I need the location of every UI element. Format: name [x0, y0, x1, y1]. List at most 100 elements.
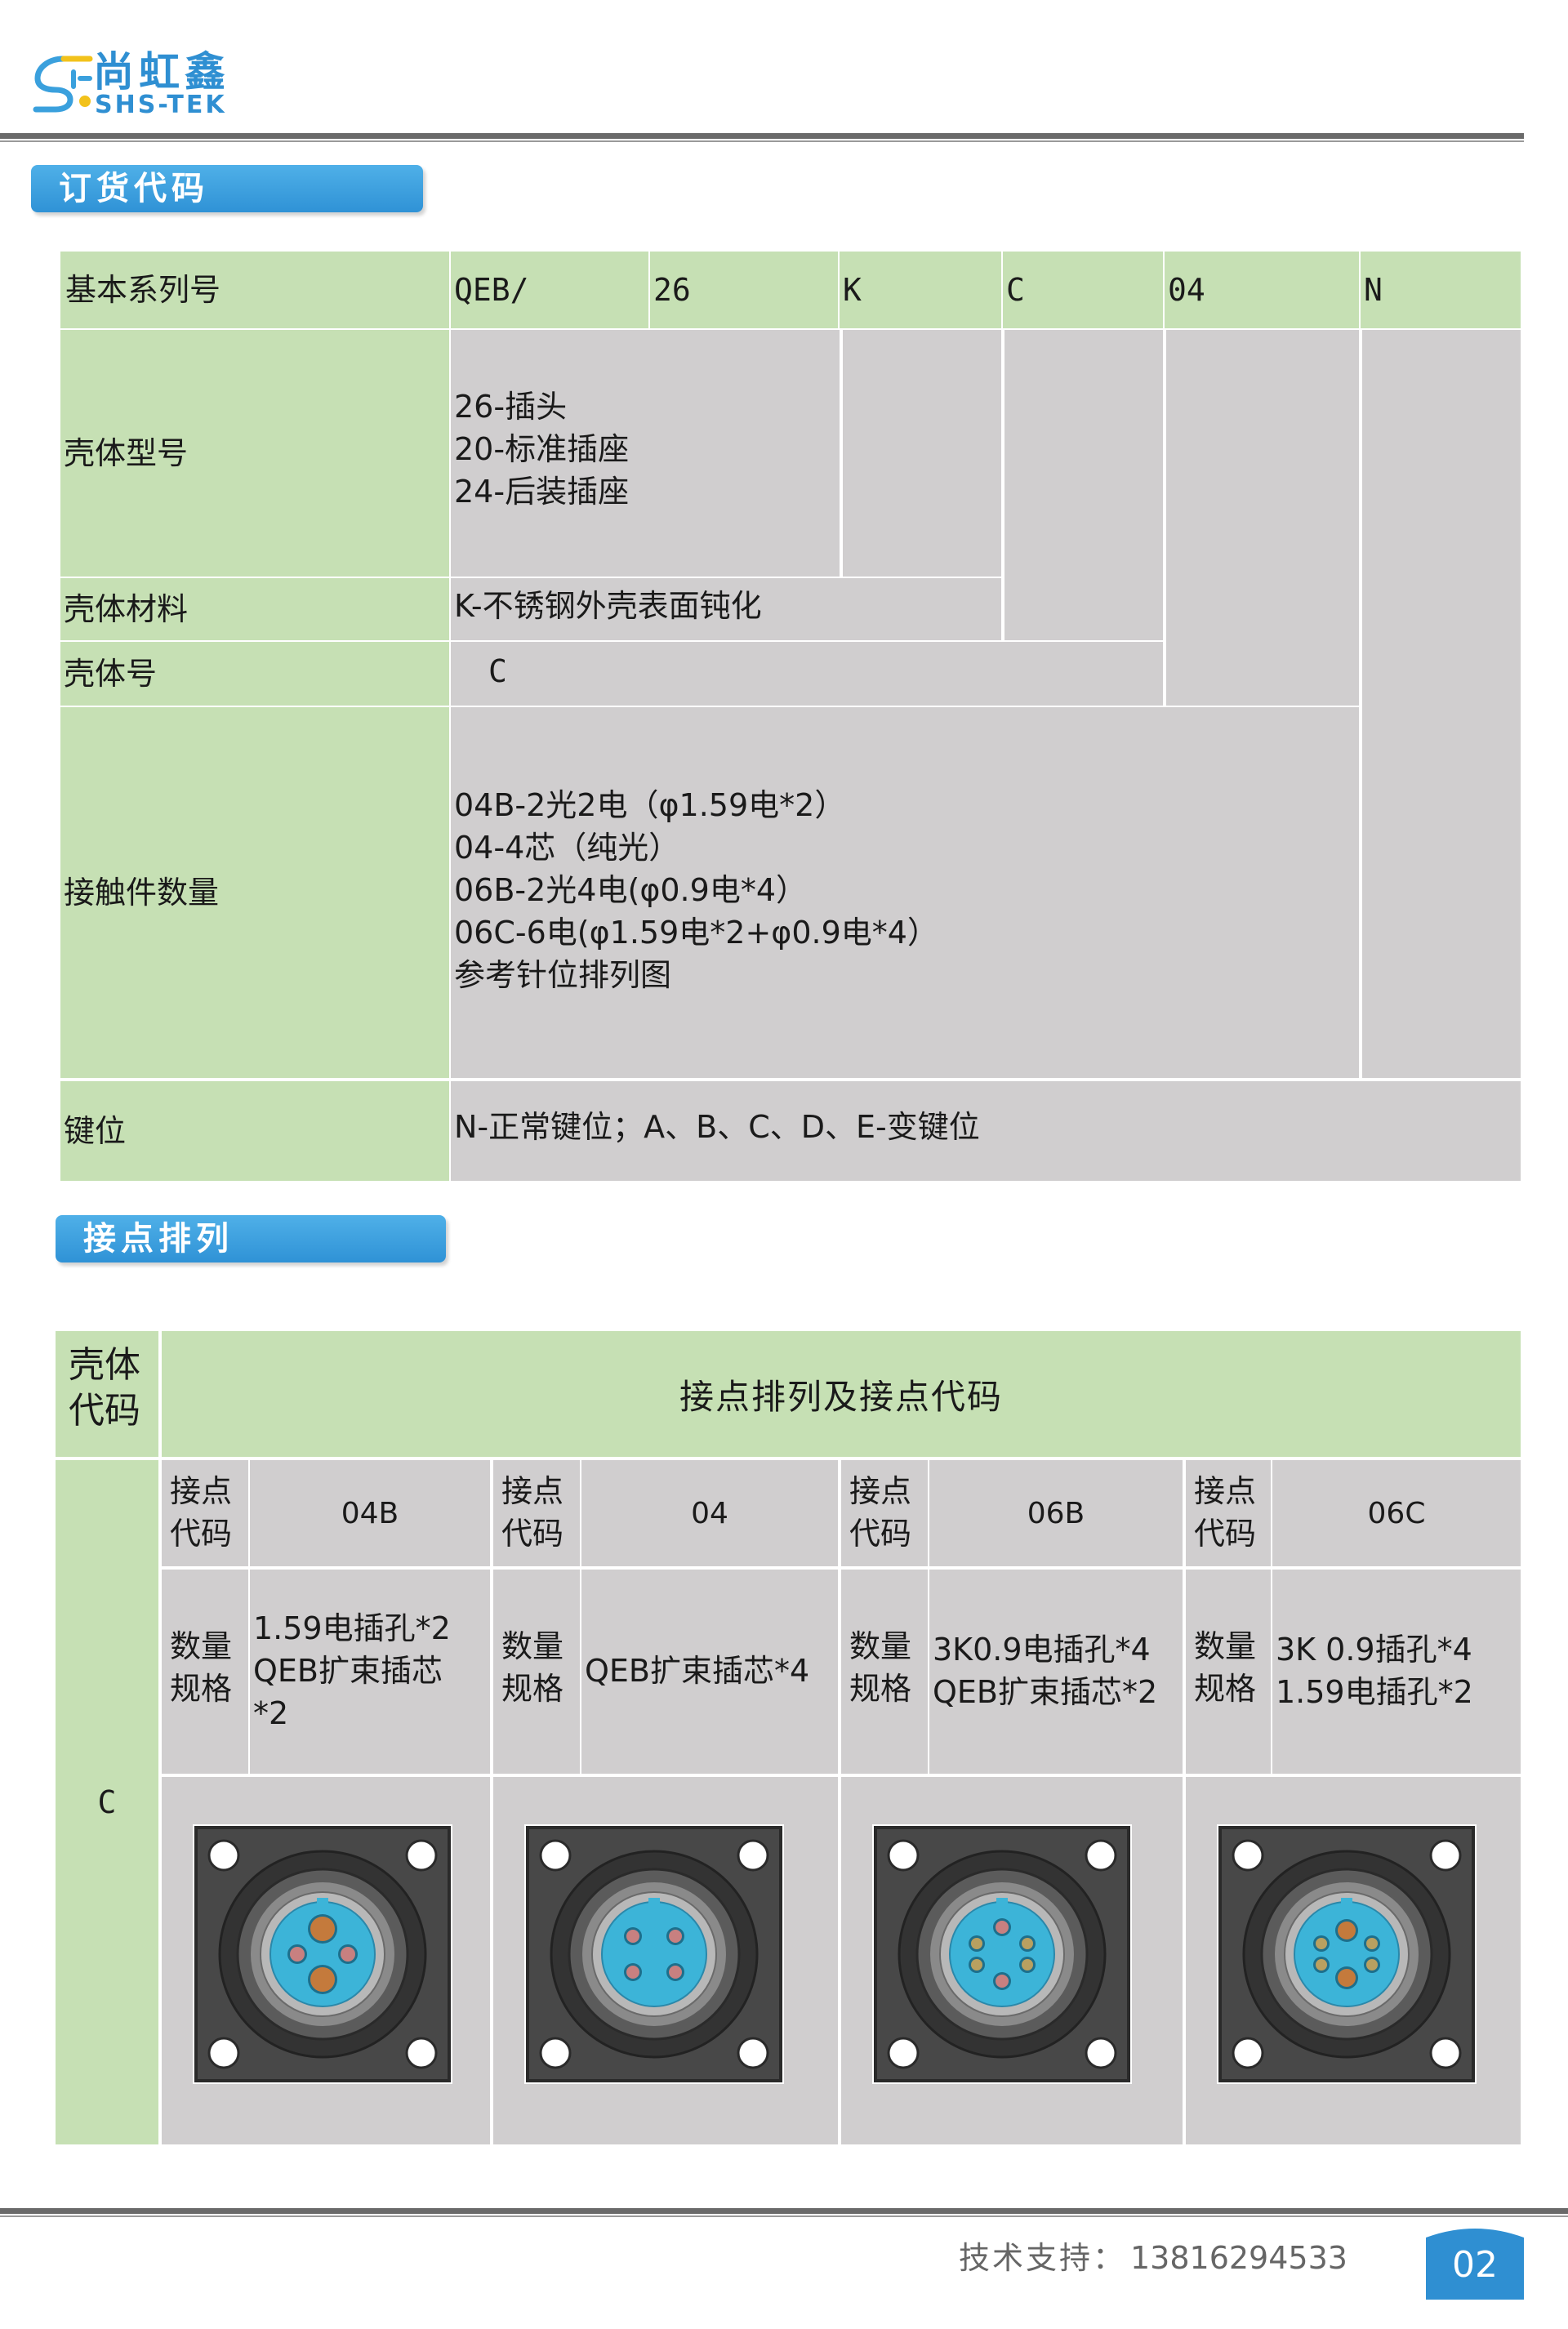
spec-label-cell: 数量规格: [841, 1570, 928, 1774]
spec-label-line1: 数量: [170, 1628, 233, 1664]
step5: [1362, 330, 1521, 1078]
key-label: 键位: [60, 1081, 449, 1181]
shell-code-header-line1: 壳体: [69, 1344, 140, 1386]
connector-photo-1: [526, 1826, 782, 2082]
section-title-order-code: 订货代码: [31, 165, 423, 212]
code-key: N: [1361, 252, 1521, 328]
connector-photo-3: [1218, 1826, 1475, 2082]
shell-type-step2: [843, 330, 1001, 577]
contacts-line-2: 04-4芯（纯光）: [454, 830, 680, 866]
connector-image: [524, 1824, 784, 2084]
code-label-line1: 接点: [849, 1473, 912, 1509]
spec-line: 1.59电插孔*2: [253, 1610, 451, 1646]
support-phone: 13816294533: [1130, 2240, 1348, 2276]
header-rule-thin: [0, 140, 1524, 142]
spec-line: 1.59电插孔*2: [1276, 1674, 1473, 1710]
brand-logo: [31, 54, 96, 114]
contacts-line-1: 04B-2光2电（φ1.59电*2）: [454, 787, 846, 823]
code-label-cell: 接点代码: [1186, 1460, 1271, 1566]
connector-photo-2: [874, 1826, 1130, 2082]
spec-label-cell: 数量规格: [493, 1570, 580, 1774]
shell-type-label: 壳体型号: [60, 330, 449, 577]
spec-line: QEB扩束插芯: [253, 1653, 443, 1689]
code-material: K: [840, 252, 1001, 328]
brand-name-cn: 尚虹鑫: [93, 48, 230, 96]
connector-image: [1217, 1824, 1477, 2084]
key-value: N-正常键位；A、B、C、D、E-变键位: [454, 1109, 980, 1145]
spec-label-line1: 数量: [501, 1628, 564, 1664]
connector-image-cell: [1186, 1777, 1521, 2144]
code-label-line2: 代码: [501, 1516, 564, 1552]
step3: [1004, 330, 1163, 640]
code-label-line1: 接点: [170, 1473, 233, 1509]
shell-code-header-line2: 代码: [69, 1390, 140, 1432]
brand-name-en: SHS-TEK: [95, 91, 227, 119]
section-title-contact-layout: 接点排列: [56, 1215, 446, 1262]
footer-rule: [0, 2208, 1568, 2214]
code-contacts: 04: [1165, 252, 1359, 328]
key-cell: [451, 1081, 1521, 1181]
code-label-line2: 代码: [170, 1516, 233, 1552]
code-label-cell: 接点代码: [162, 1460, 248, 1566]
shell-type-cell: [451, 330, 840, 577]
material-label: 壳体材料: [60, 578, 449, 640]
shell-type-line-3: 24-后装插座: [454, 474, 630, 510]
material-value: K-不锈钢外壳表面钝化: [454, 588, 762, 624]
footer-rule-thin: [0, 2215, 1568, 2217]
connector-image-cell: [493, 1777, 838, 2144]
contact-code-06B: 06B: [929, 1460, 1183, 1566]
spec-label-line1: 数量: [849, 1628, 912, 1664]
contacts-line-4: 06C-6电(φ1.59电*2+φ0.9电*4）: [454, 915, 938, 951]
code-label-line2: 代码: [849, 1516, 912, 1552]
contact-table-title: 接点排列及接点代码: [162, 1331, 1521, 1457]
connector-image: [193, 1824, 452, 2084]
step4: [1166, 330, 1359, 706]
spec-label-line2: 规格: [501, 1671, 564, 1707]
shell-code-value: C: [56, 1460, 158, 2144]
spec-label-line2: 规格: [170, 1671, 233, 1707]
code-shell-type: 26: [650, 252, 838, 328]
material-cell: [451, 578, 1001, 640]
shell-type-line-2: 20-标准插座: [454, 431, 630, 467]
contact-code-04: 04: [581, 1460, 838, 1566]
contacts-line-3: 06B-2光4电(φ0.9电*4）: [454, 872, 807, 908]
support-label: 技术支持：: [959, 2240, 1127, 2276]
spec-label-line1: 数量: [1194, 1628, 1257, 1664]
code-label-line1: 接点: [1194, 1473, 1257, 1509]
code-qeb: QEB/: [451, 252, 648, 328]
code-label-cell: 接点代码: [493, 1460, 580, 1566]
spec-line: *2: [253, 1695, 289, 1731]
code-label-line1: 接点: [501, 1473, 564, 1509]
page-number-badge: 02: [1426, 2224, 1524, 2300]
shell-no-value: C: [488, 653, 507, 689]
spec-label-cell: 数量规格: [162, 1570, 248, 1774]
series-label: 基本系列号: [60, 252, 449, 328]
connector-photo-0: [194, 1826, 451, 2082]
contact-code-04B: 04B: [250, 1460, 490, 1566]
connector-image: [872, 1824, 1132, 2084]
spec-line: 3K0.9电插孔*4: [933, 1632, 1151, 1668]
spec-label-line2: 规格: [849, 1671, 912, 1707]
contacts-label: 接触件数量: [60, 707, 449, 1078]
code-shell-no: C: [1003, 252, 1163, 328]
connector-image-cell: [841, 1777, 1183, 2144]
spec-line: QEB扩束插芯*2: [933, 1674, 1158, 1710]
page-number: 02: [1452, 2244, 1498, 2286]
shell-type-line-1: 26-插头: [454, 389, 568, 425]
section-title-text: 接点排列: [83, 1220, 234, 1258]
connector-image-cell: [162, 1777, 490, 2144]
contacts-line-5: 参考针位排列图: [454, 957, 672, 993]
code-label-line2: 代码: [1194, 1516, 1257, 1552]
header-rule: [0, 133, 1524, 139]
shell-no-cell: [451, 642, 1163, 706]
spec-line: 3K 0.9插孔*4: [1276, 1632, 1472, 1668]
shell-code-header: 壳体 代码: [56, 1331, 158, 1457]
code-label-cell: 接点代码: [841, 1460, 928, 1566]
spec-label-line2: 规格: [1194, 1671, 1257, 1707]
contact-code-06C: 06C: [1272, 1460, 1521, 1566]
shell-no-label: 壳体号: [60, 642, 449, 706]
section-title-text: 订货代码: [59, 170, 209, 207]
contact-spec-06C: 3K 0.9插孔*4 1.59电插孔*2: [1272, 1570, 1521, 1774]
